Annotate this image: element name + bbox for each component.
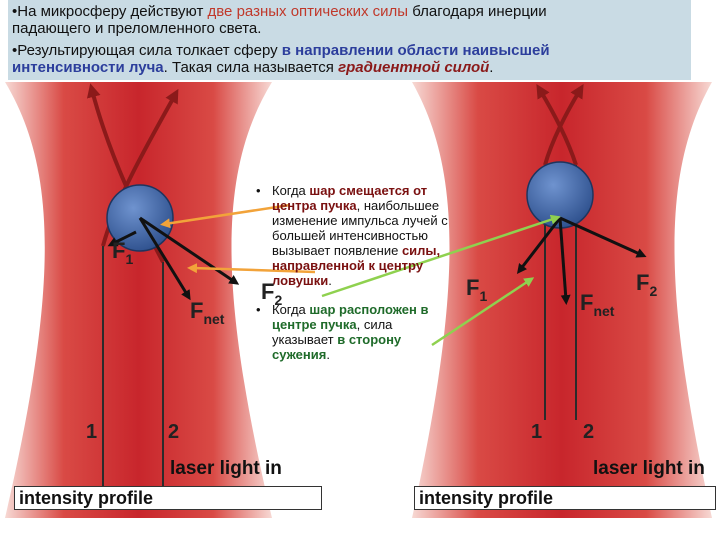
force-fnet-left-vector xyxy=(138,217,191,301)
header-highlight-forces: две разных оптических силы xyxy=(207,3,409,20)
label-intensity-profile-right: intensity profile xyxy=(414,486,716,510)
header-line-4: интенсивности луча. Такая сила называетс… xyxy=(12,59,494,76)
bullet-1-line-5: вызывает появление силы, xyxy=(272,243,441,258)
label-intensity-profile-left: intensity profile xyxy=(14,486,322,510)
laser-beam-left xyxy=(5,82,272,518)
header-highlight-direction: в направлении области наивысшей xyxy=(281,42,550,59)
label-fnet-right: Fnet xyxy=(580,290,615,320)
bullet-2-line-2: центре пучка, сила xyxy=(272,317,393,332)
label-ray-1-right: 1 xyxy=(531,421,543,443)
bullet-1-line-3: изменение импульса лучей с xyxy=(272,213,448,228)
force-f1-left-vector xyxy=(107,230,137,247)
bullet-2-marker: • xyxy=(256,302,261,317)
label-f1-right: F1 xyxy=(466,275,488,305)
force-fnet-right-vector xyxy=(558,217,571,305)
label-f2-middle: F2 xyxy=(261,279,283,309)
label-ray-2-right: 2 xyxy=(583,421,595,443)
label-fnet-left: Fnet xyxy=(190,298,225,328)
laser-beam-right xyxy=(412,82,712,518)
bullet-2-line-4: сужения. xyxy=(272,347,330,362)
header-highlight-intensity: интенсивности луча xyxy=(12,59,164,76)
bullet-1-line-2: центра пучка, наибольшее xyxy=(272,198,440,213)
pointer-green-lower xyxy=(431,277,535,347)
ray-1-left-refracted xyxy=(101,88,179,247)
label-ray-1-left: 1 xyxy=(86,421,98,443)
label-ray-2-left: 2 xyxy=(168,421,180,443)
force-f1-right-vector xyxy=(516,217,562,274)
header-term-gradient-force: градиентной силой xyxy=(338,59,490,76)
force-f2-right-vector xyxy=(559,216,647,258)
pointer-orange-lower xyxy=(187,263,316,274)
bullet-2-line-3: указывает в сторону xyxy=(272,332,402,347)
bullet-2-line-1: Когда шар расположен в xyxy=(272,302,429,317)
label-f1-left: F1 xyxy=(112,238,134,268)
ray-2-right-refracted xyxy=(536,83,578,166)
bullet-1-line-7: ловушки. xyxy=(272,273,332,288)
bullet-1-line-1: Когда шар смещается от xyxy=(272,183,428,198)
header-box xyxy=(8,0,691,80)
header-line-2: падающего и преломленного света. xyxy=(12,20,262,37)
header-line-3: •Результирующая сила толкает сферу в нап… xyxy=(12,42,550,59)
bullet-1-line-4: большей интенсивностью xyxy=(272,228,428,243)
pointer-green-upper xyxy=(321,214,561,298)
pointer-orange-upper xyxy=(160,203,291,229)
label-laser-light-right: laser light in xyxy=(593,458,705,479)
bullet-1-marker: • xyxy=(256,183,261,198)
header-line-1: •На микросферу действуют две разных опти… xyxy=(12,3,547,20)
bullet-1-line-6: направленной к центру xyxy=(272,258,424,273)
label-laser-light-left: laser light in xyxy=(170,458,282,479)
label-f2-right: F2 xyxy=(636,270,658,300)
force-f2-left-vector xyxy=(139,216,240,285)
